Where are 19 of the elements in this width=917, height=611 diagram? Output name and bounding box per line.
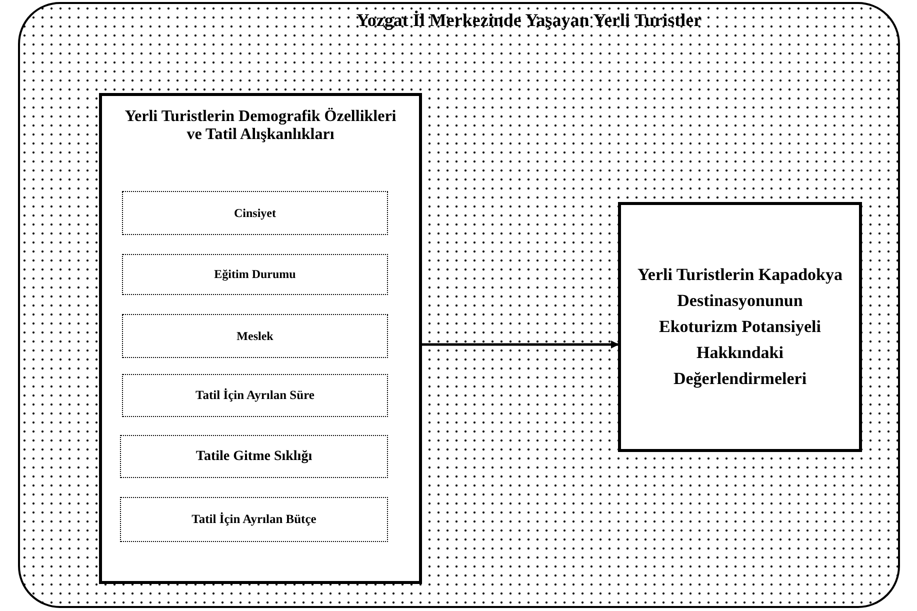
box-text: Eğitim Durumu [214,267,296,282]
item-box [120,497,388,542]
arrow [422,340,619,348]
box-text: Yerli Turistlerin Kapadokya Destinasyonunun Ekoturizm Potansiyeli Hakkındaki Değerlendirmeleri [636,264,844,390]
box-text: Tatil İçin Ayrılan Bütçe [192,512,316,527]
item-box [122,314,388,358]
item-box [122,374,388,417]
panel-title: Yozgat İl Merkezinde Yaşayan Yerli Turistler [355,10,703,31]
item-box [122,254,388,295]
box-heading: Yerli Turistlerin Demografik Özellikleri ve Tatil Alışkanlıkları [124,106,398,144]
box-text: Cinsiyet [234,206,276,220]
box-text: Meslek [236,328,274,344]
item-box [122,191,388,235]
item-box [120,435,388,478]
group-panel [18,2,900,608]
box-text: Tatil İçin Ayrılan Süre [196,388,314,403]
box-text: Tatile Gitme Sıklığı [196,448,312,464]
group-box [99,93,422,584]
outcome-box [618,202,862,452]
